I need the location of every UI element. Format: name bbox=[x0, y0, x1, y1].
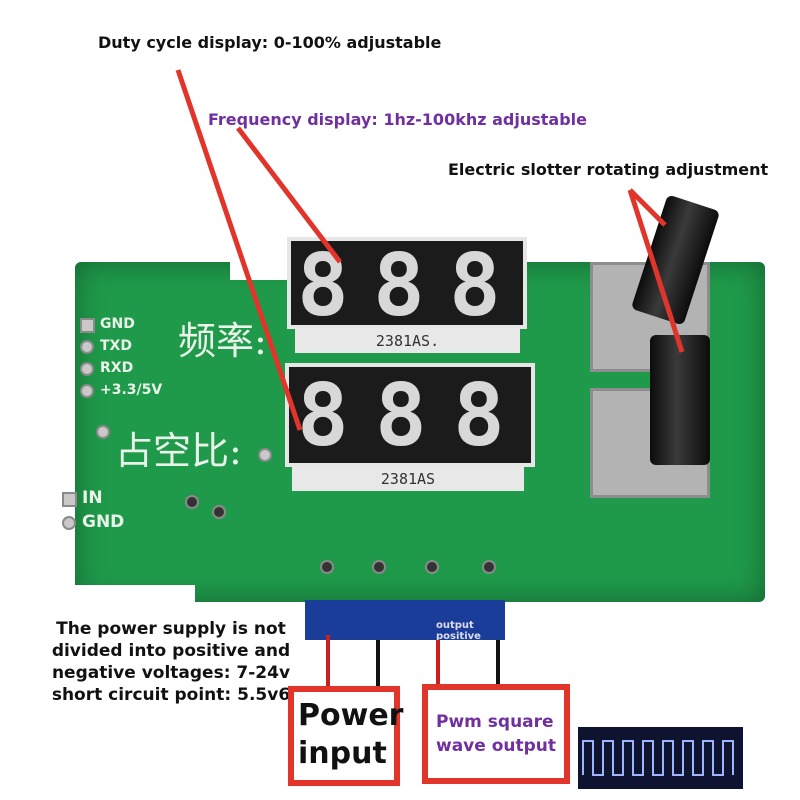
duty-digit-3: 8 bbox=[453, 366, 505, 466]
wire-black-left bbox=[376, 640, 380, 690]
component-pad bbox=[372, 560, 386, 574]
in-gnd-label: GND bbox=[82, 512, 125, 532]
component-pad bbox=[425, 560, 439, 574]
component-pad bbox=[212, 505, 226, 519]
power-supply-line2: divided into positive and bbox=[51, 641, 291, 661]
duty-display: 8 8 8 bbox=[285, 363, 535, 467]
power-supply-line1: The power supply is not bbox=[56, 619, 286, 639]
frequency-label: Frequency display: 1hz-100khz adjustable bbox=[208, 110, 587, 129]
power-input-box: Power input bbox=[288, 686, 404, 786]
pwm-output-line2: wave output bbox=[436, 736, 557, 756]
frequency-digit-1: 8 bbox=[297, 236, 349, 336]
pcb-notch-top bbox=[230, 262, 290, 280]
duty-digit-1: 8 bbox=[297, 366, 349, 466]
frequency-display: 8 8 8 bbox=[287, 237, 527, 329]
power-supply-line4: short circuit point: 5.5v6 bbox=[51, 685, 291, 705]
in-gnd-pad bbox=[62, 516, 76, 530]
output-silk: output positive bbox=[436, 620, 481, 642]
component-pad bbox=[258, 448, 272, 462]
power-input-line2: input bbox=[298, 736, 387, 771]
component-pad bbox=[320, 560, 334, 574]
component-pad bbox=[482, 560, 496, 574]
uart-label-vcc: +3.3/5V bbox=[100, 382, 163, 398]
duty-digit-2: 8 bbox=[375, 366, 427, 466]
uart-pad-3 bbox=[80, 362, 94, 376]
uart-label-txd: TXD bbox=[100, 338, 132, 354]
uart-pad-1 bbox=[80, 318, 95, 333]
wire-black-right bbox=[496, 640, 500, 688]
component-pad bbox=[96, 425, 110, 439]
rotary-knob-lower[interactable] bbox=[650, 335, 710, 465]
in-label: IN bbox=[82, 488, 103, 508]
pwm-output-line1: Pwm square bbox=[436, 712, 554, 732]
frequency-digit-3: 8 bbox=[449, 236, 501, 336]
power-supply-line3: negative voltages: 7-24v bbox=[51, 663, 291, 683]
frequency-digit-2: 8 bbox=[373, 236, 425, 336]
output-silk-line2: positive bbox=[436, 631, 481, 642]
output-silk-line1: output bbox=[436, 620, 474, 631]
component-pad bbox=[185, 495, 199, 509]
wire-red-right bbox=[436, 640, 440, 688]
uart-label-rxd: RXD bbox=[100, 360, 134, 376]
uart-pad-2 bbox=[80, 340, 94, 354]
pwm-output-box: Pwm square wave output bbox=[422, 684, 570, 784]
frequency-display-part: 2381AS. bbox=[295, 329, 520, 353]
uart-label-gnd: GND bbox=[100, 316, 135, 332]
uart-pad-4 bbox=[80, 384, 94, 398]
power-input-line1: Power bbox=[298, 698, 404, 733]
duty-cycle-label: Duty cycle display: 0-100% adjustable bbox=[98, 33, 442, 52]
terminal-block bbox=[305, 600, 505, 640]
duty-silk: 占空比: bbox=[115, 429, 242, 473]
duty-display-part: 2381AS bbox=[292, 467, 524, 491]
square-wave-trace bbox=[582, 740, 734, 776]
slotter-label: Electric slotter rotating adjustment bbox=[448, 160, 769, 179]
frequency-silk: 频率: bbox=[178, 319, 267, 363]
pcb-notch-bottom bbox=[75, 585, 195, 605]
in-pad bbox=[62, 492, 77, 507]
square-wave-image bbox=[578, 727, 743, 789]
wire-red-left bbox=[326, 635, 330, 690]
power-supply-note: The power supply is not divided into pos… bbox=[26, 618, 316, 706]
